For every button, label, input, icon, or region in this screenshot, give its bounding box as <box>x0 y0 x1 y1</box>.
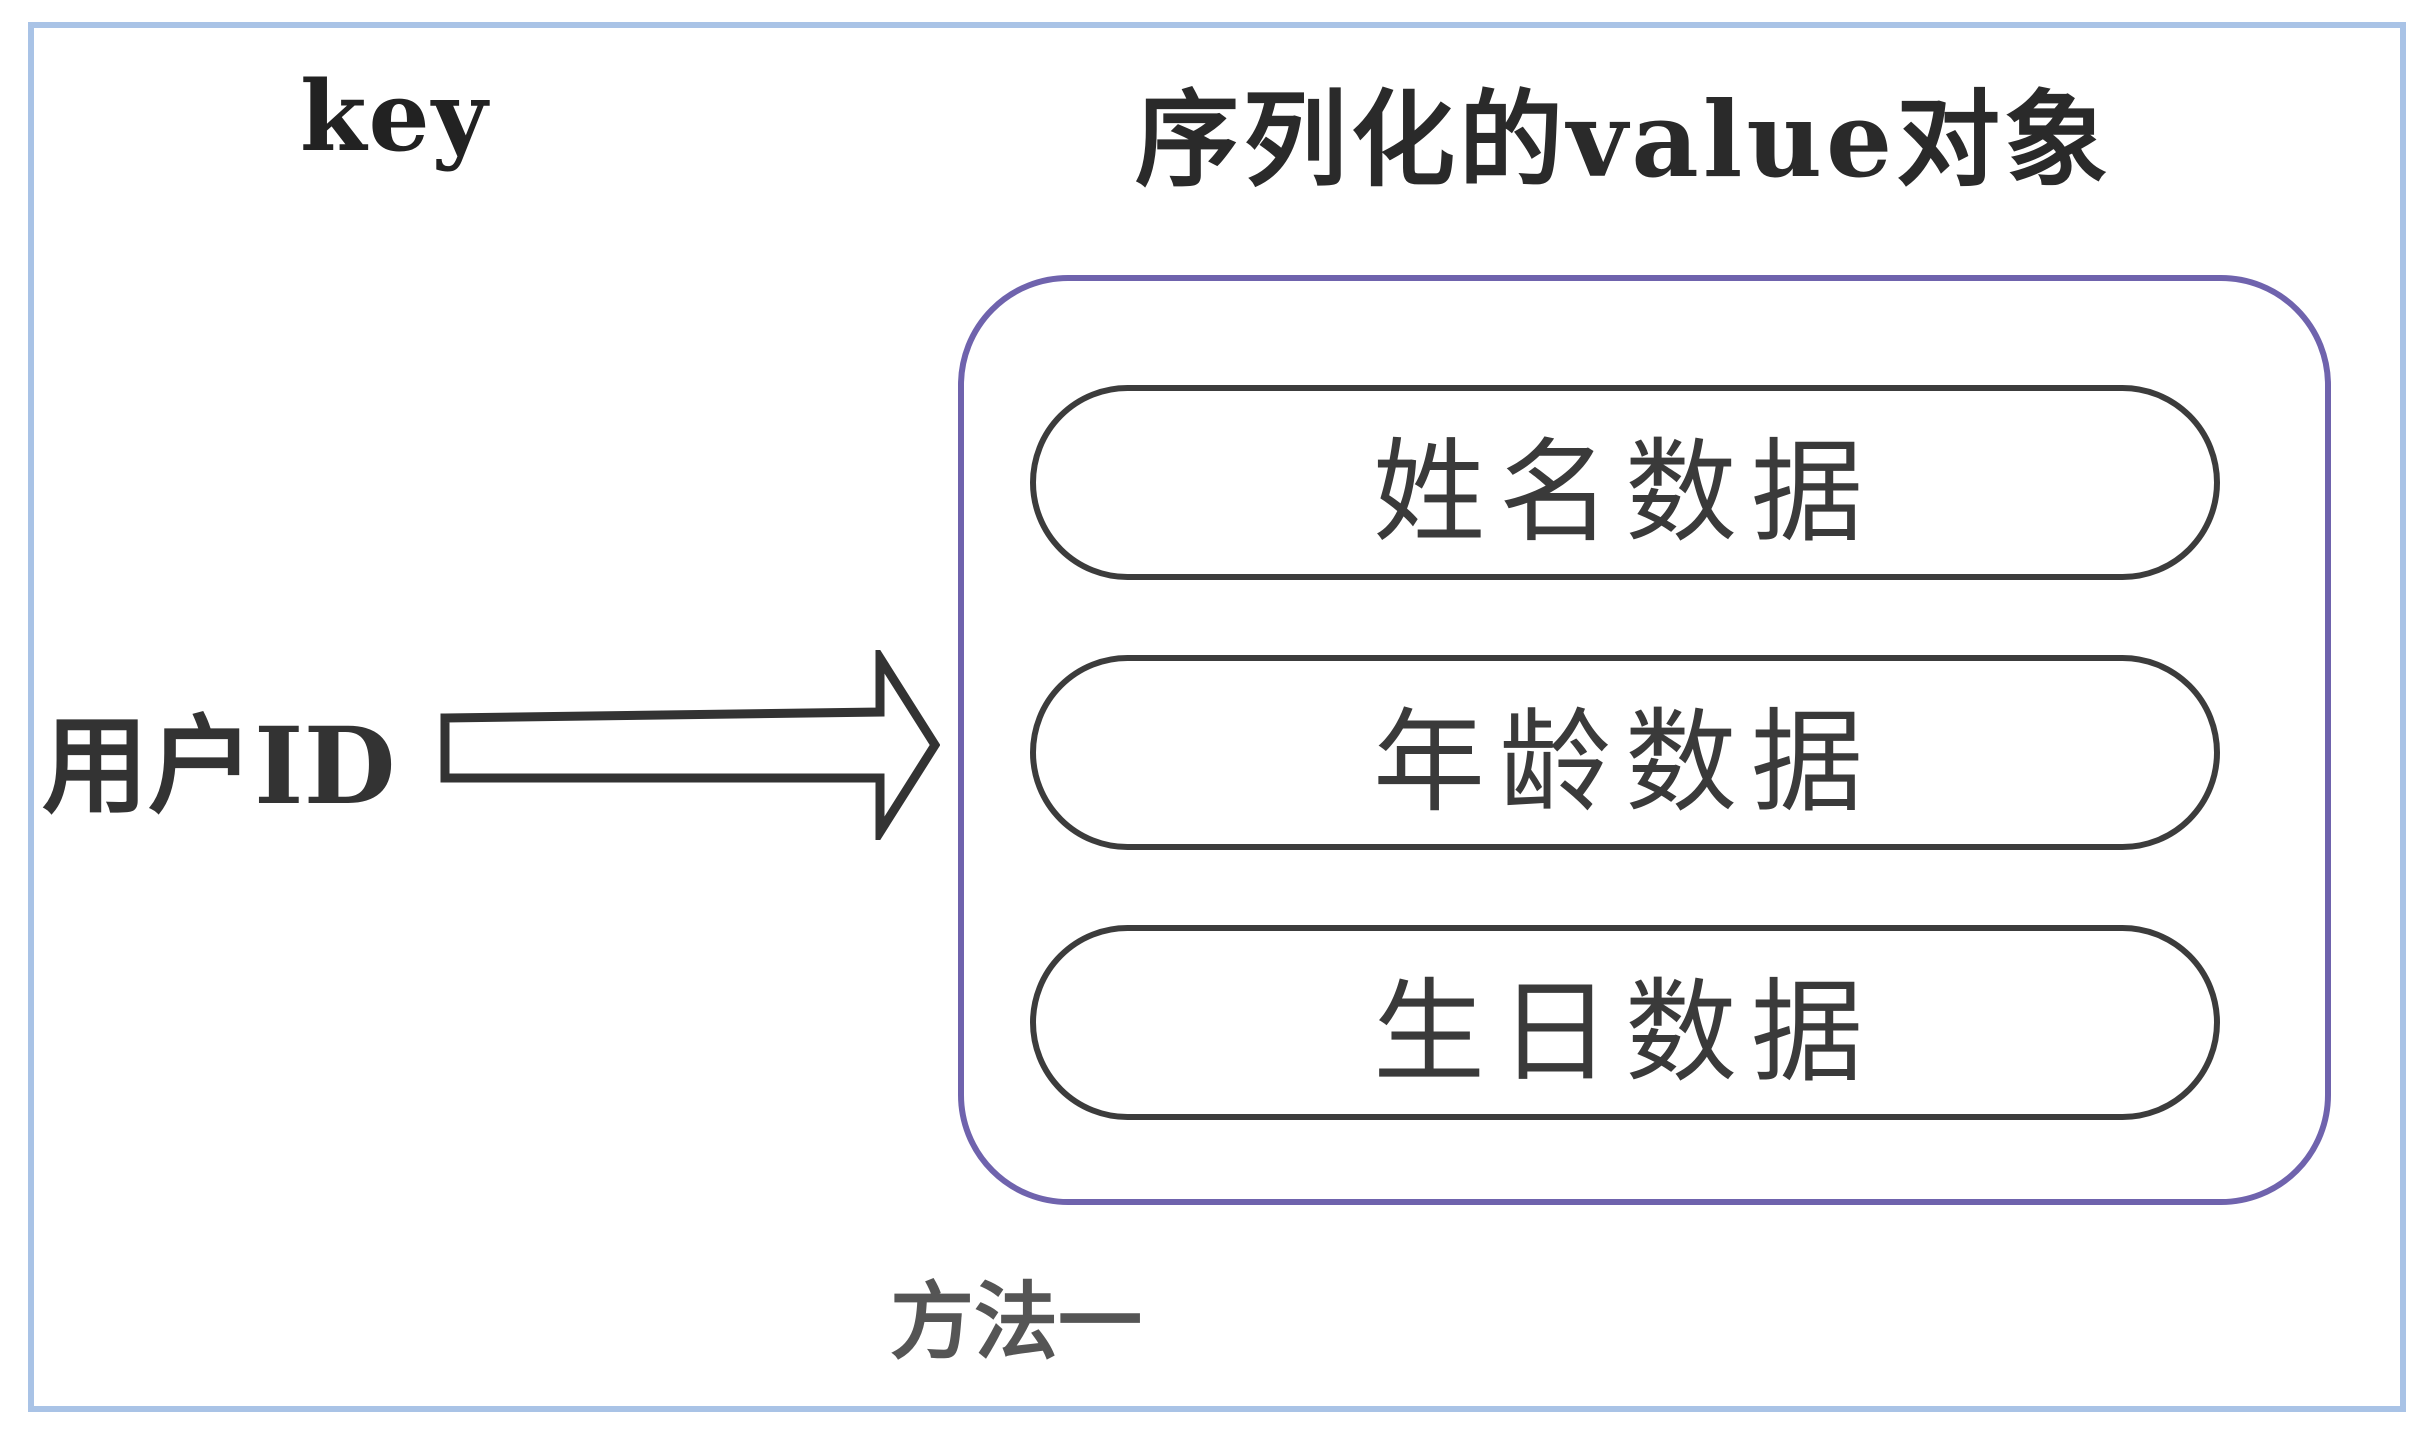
field-birthday-data: 生日数据 <box>1030 925 2220 1120</box>
value-object-title: 序列化的value对象 <box>1135 78 2113 201</box>
user-id-label: 用户ID <box>42 703 396 828</box>
field-name-data: 姓名数据 <box>1030 385 2220 580</box>
right-arrow-icon <box>440 650 940 840</box>
field-age-data: 年龄数据 <box>1030 655 2220 850</box>
method-caption: 方法一 <box>890 1272 1143 1371</box>
key-label: key <box>300 60 490 173</box>
